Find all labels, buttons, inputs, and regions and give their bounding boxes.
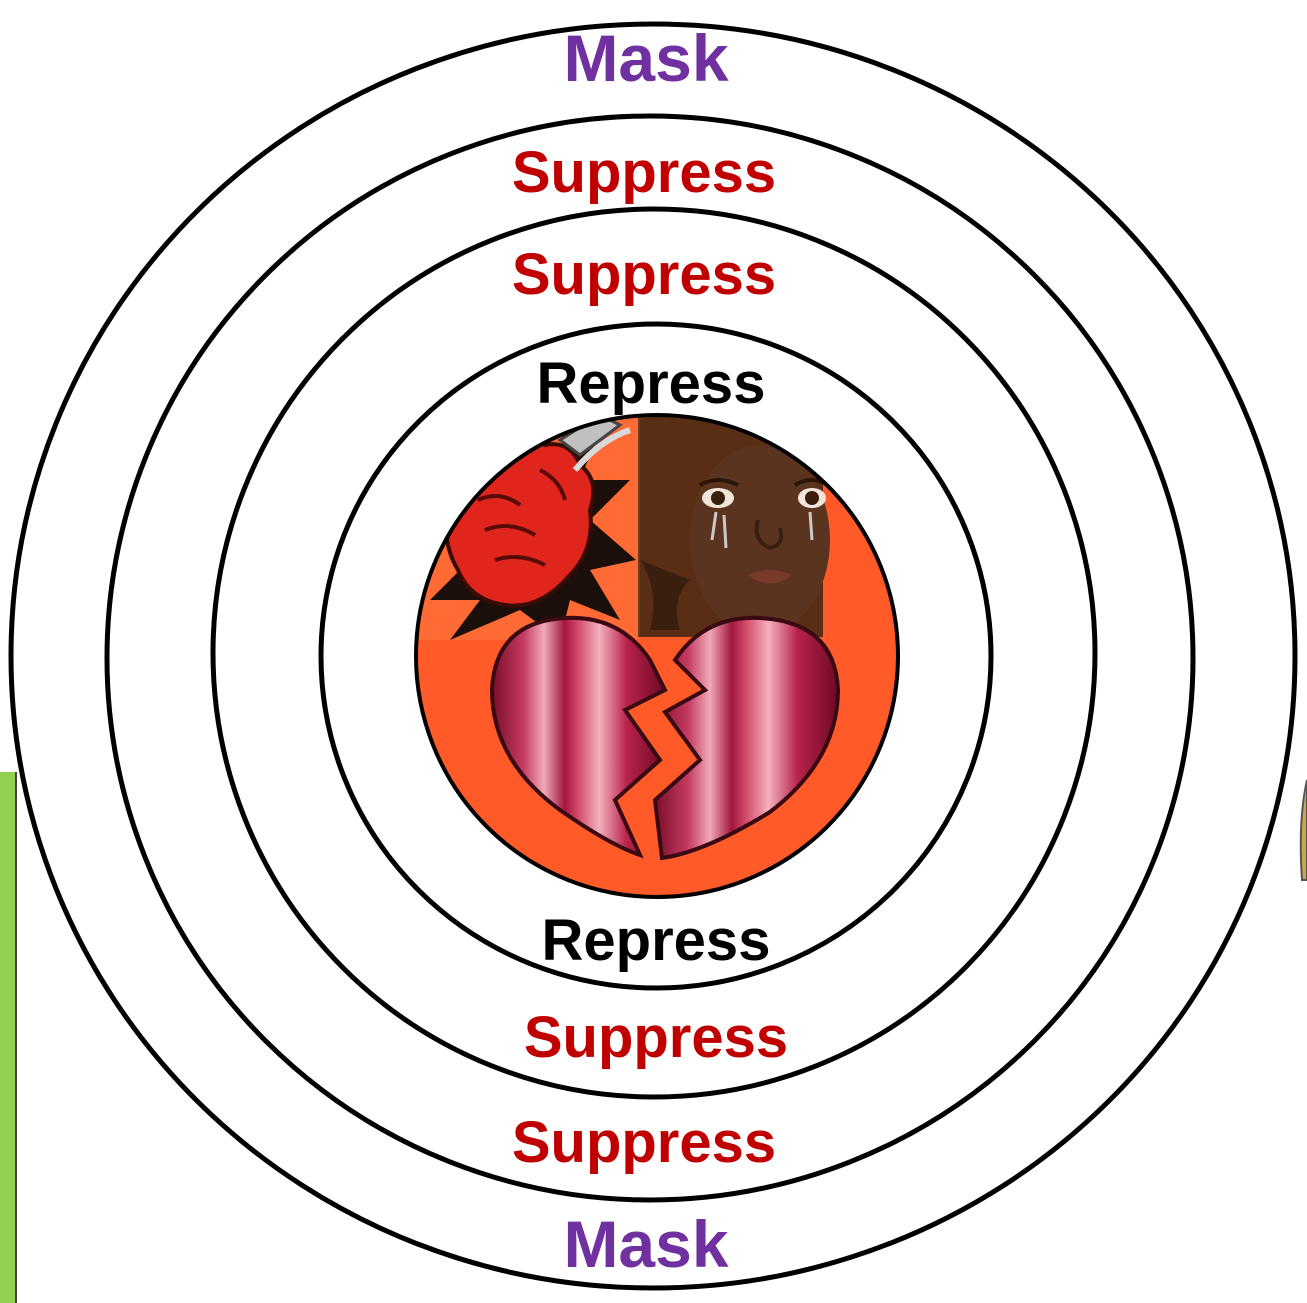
label-repress-bottom: Repress (542, 908, 771, 973)
label-mask-bottom: Mask (563, 1207, 728, 1281)
cropped-object-right (1301, 780, 1307, 880)
crying-woman-icon (638, 409, 830, 637)
clenched-fist-icon (416, 415, 638, 640)
label-repress-top: Repress (537, 351, 766, 416)
label-suppress-top-inner: Suppress (512, 242, 776, 307)
label-suppress-bottom-inner: Suppress (524, 1005, 788, 1070)
side-bar-edge (15, 772, 17, 1303)
label-suppress-top-outer: Suppress (512, 140, 776, 205)
label-mask-top: Mask (563, 21, 728, 95)
side-green-bar (0, 772, 15, 1303)
label-suppress-bottom-outer: Suppress (512, 1110, 776, 1175)
